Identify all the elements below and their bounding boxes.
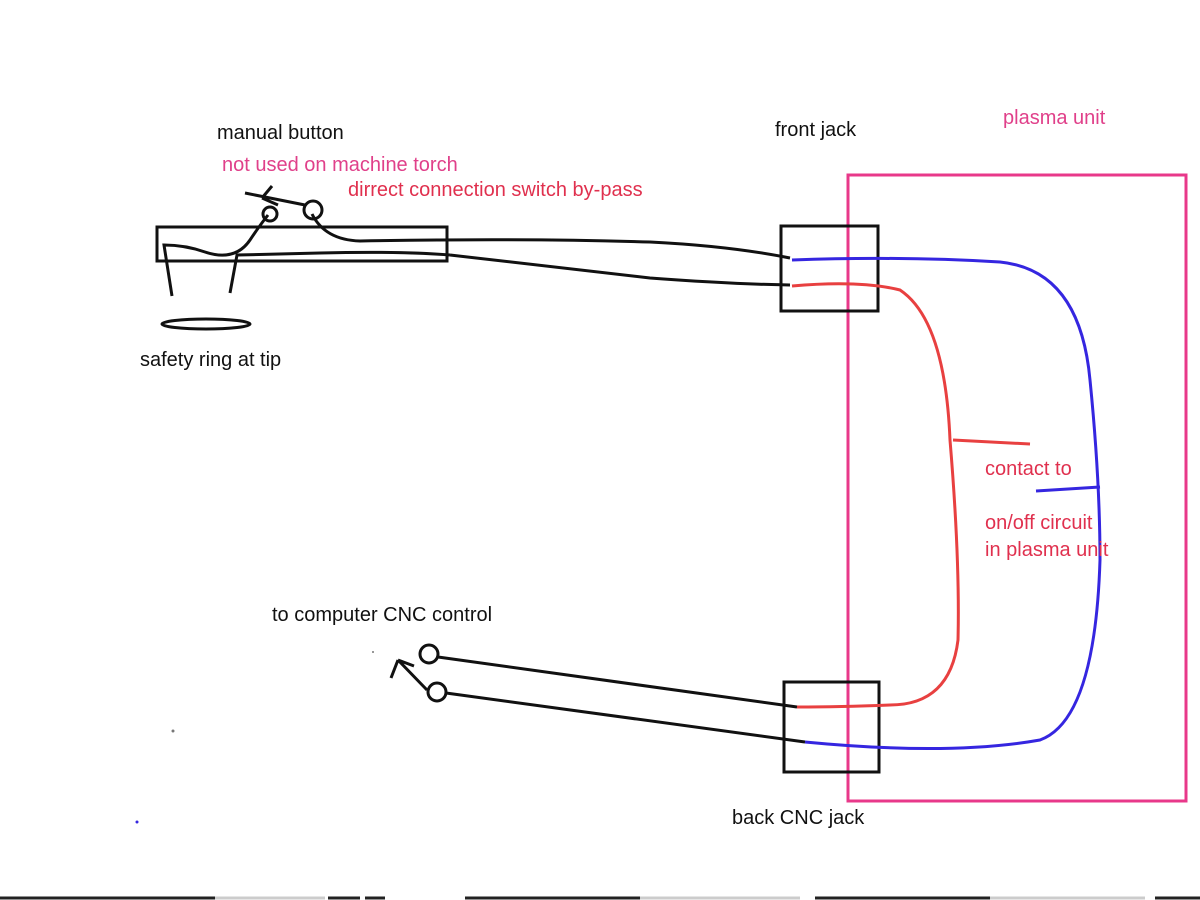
manual-switch-contact [302,199,324,221]
back-jack-label: back CNC jack [732,807,865,829]
onoff-circuit-label: on/off circuit [985,512,1093,534]
wire-cnc-to-back-jack-1 [437,655,798,709]
contact-to-label: contact to [985,458,1072,480]
cnc-switch-contact [426,681,448,703]
red-contact-lead [952,438,1031,446]
bypass-note: dirrect connection switch by-pass [348,179,643,201]
manual-switch-lever-icon [244,185,306,207]
wire-cnc-to-back-jack-2 [445,691,806,744]
plasma-unit-box [846,173,1188,803]
cnc-switch-lever-icon [389,658,429,692]
manual-button-label: manual button [217,122,344,144]
stray-dot [135,820,139,824]
plasma-unit-label: plasma unit [1003,107,1106,129]
stray-dot [372,651,374,653]
safety-ring-label: safety ring at tip [140,349,282,371]
torch-body [155,225,449,263]
blue-contact-lead [1035,485,1101,493]
cnc-switch-contact [418,643,440,665]
back-cnc-jack [782,680,881,774]
wire-torch-to-front-jack-2 [449,253,791,287]
red-wire [791,282,960,709]
to-computer-label: to computer CNC control [272,604,493,626]
not-used-note: not used on machine torch [222,154,458,176]
front-jack-label: front jack [775,119,857,141]
stray-dot [171,729,175,733]
manual-switch-contact [261,205,279,223]
torch-internal-wire [162,214,270,297]
safety-ring [160,317,252,331]
torch-internal-wire-2 [228,250,451,294]
front-jack [779,224,880,313]
onoff-circuit-label-2: in plasma unit [985,539,1109,561]
wire-torch-to-front-jack-1 [310,213,791,260]
